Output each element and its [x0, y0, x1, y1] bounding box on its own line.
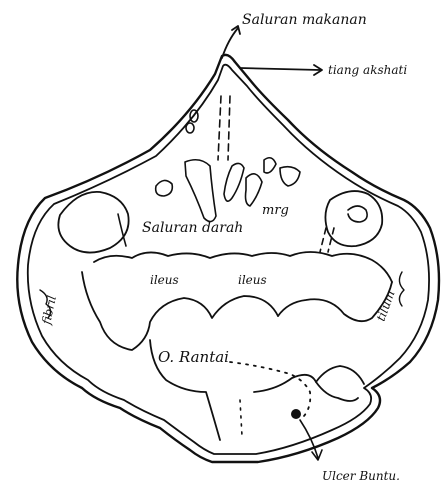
cluster-f — [280, 167, 300, 186]
left-lobe-loop — [58, 192, 128, 253]
lower-chamber-right — [316, 366, 364, 384]
dash-line-right — [228, 96, 230, 160]
label-ulcer-buntu: Ulcer Buntu. — [322, 469, 400, 483]
cluster-a — [156, 180, 173, 196]
label-ileus-left: ileus — [150, 273, 179, 287]
cell-2 — [186, 123, 194, 133]
chain-dotted-2 — [240, 400, 242, 436]
label-saluran-makanan: Saluran makanan — [242, 12, 367, 28]
label-ileus-right: ileus — [238, 273, 267, 287]
right-lobe-loop — [325, 191, 382, 246]
cluster-c — [224, 163, 244, 201]
label-o-rantai: O. Rantai — [158, 348, 229, 366]
scribble-right — [399, 272, 404, 306]
pointer-saluran — [222, 28, 238, 58]
label-saluran-darah: Saluran darah — [142, 220, 243, 236]
dash-line-left — [218, 96, 221, 160]
label-right-side: tilum — [374, 289, 398, 323]
cluster-b — [185, 160, 216, 222]
ulcer-dot — [291, 409, 301, 419]
label-mrg: mrg — [262, 203, 289, 218]
cluster-e — [264, 158, 276, 173]
right-lobe-knot — [348, 206, 367, 222]
label-left-side: fibril — [39, 294, 59, 327]
pointer-tiang — [240, 68, 320, 70]
outer-outline — [17, 55, 439, 462]
dash-line-low-left — [320, 228, 326, 252]
cluster-d — [246, 174, 263, 206]
label-tiang: tiang akshati — [328, 63, 407, 77]
